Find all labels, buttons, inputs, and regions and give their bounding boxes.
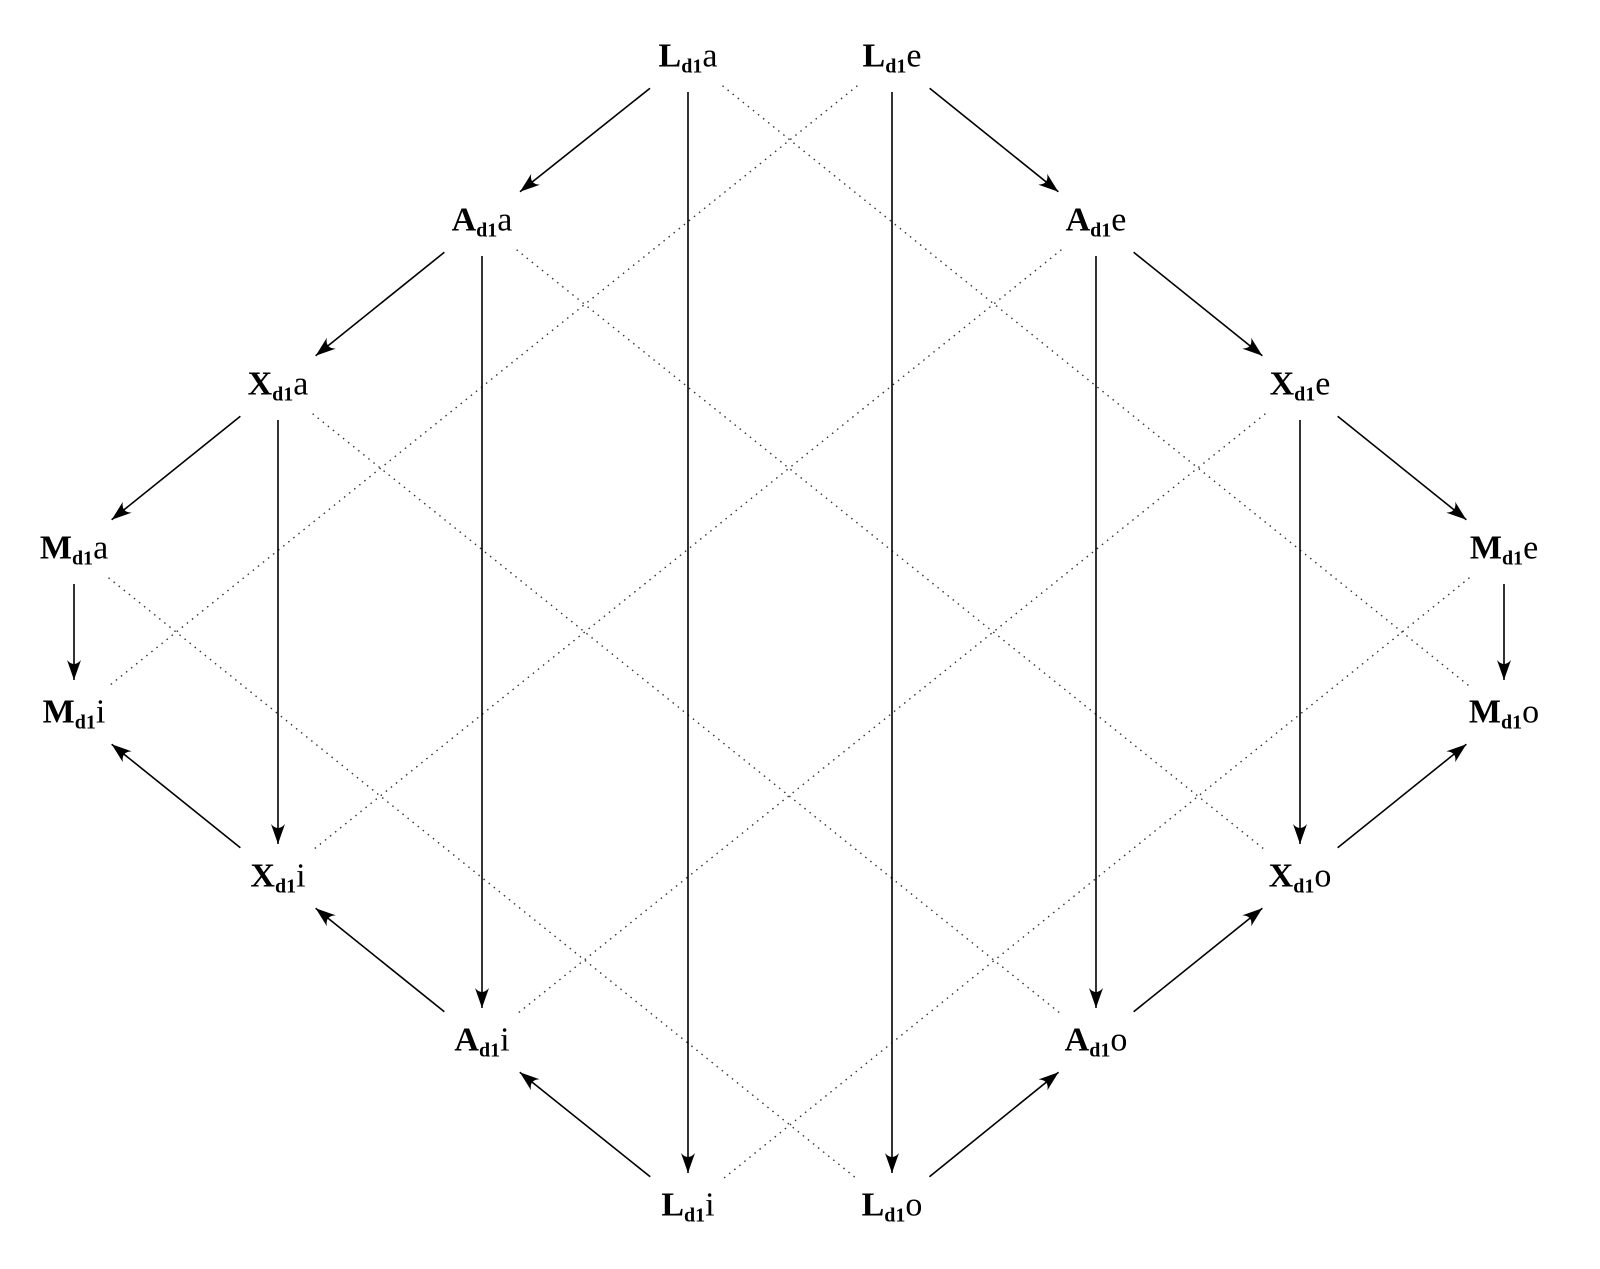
arrow-l_e-to-a_e	[929, 87, 1059, 193]
dotted-line-x_e-a_i	[516, 413, 1266, 1015]
node-x-d1-i: Xd1i	[250, 857, 306, 898]
dotted-line-l_e-m_i	[108, 85, 858, 687]
arrow-x_e-to-m_e	[1337, 415, 1467, 521]
dotted-line-a_a-x_o	[516, 249, 1266, 851]
arrow-x_i-to-m_i	[111, 743, 241, 849]
arrows	[67, 87, 1511, 1178]
arrow-a_i-to-x_i	[315, 907, 445, 1013]
dotted-line-x_a-a_o	[312, 413, 1062, 1015]
node-a-d1-o: Ad1o	[1064, 1021, 1128, 1062]
node-x-d1-e: Xd1e	[1269, 365, 1331, 406]
arrow-a_e-to-x_e	[1133, 251, 1263, 357]
node-l-d1-o: Ld1o	[861, 1186, 923, 1227]
node-x-d1-o: Xd1o	[1268, 857, 1332, 898]
arrow-l_a-to-a_a	[519, 87, 651, 193]
node-a-d1-i: Ad1i	[454, 1021, 510, 1062]
arrow-l_o-to-a_o	[928, 1071, 1060, 1178]
arrow-a_a-to-x_a	[315, 251, 445, 357]
node-l-d1-a: Ld1a	[658, 37, 718, 78]
node-l-d1-e: Ld1e	[862, 37, 922, 78]
node-x-d1-a: Xd1a	[247, 365, 309, 406]
node-a-d1-e: Ad1e	[1065, 201, 1127, 242]
node-m-d1-i: Md1i	[42, 693, 106, 734]
dotted-lines	[108, 85, 1470, 1180]
node-m-d1-e: Md1e	[1469, 529, 1539, 570]
node-m-d1-a: Md1a	[39, 529, 109, 570]
node-a-d1-a: Ad1a	[451, 201, 513, 242]
arrow-x_o-to-m_o	[1337, 743, 1467, 849]
dotted-line-m_a-l_o	[108, 577, 858, 1180]
arrow-a_o-to-x_o	[1133, 907, 1263, 1013]
arrow-l_i-to-a_i	[519, 1071, 651, 1178]
node-l-d1-i: Ld1i	[661, 1186, 715, 1227]
node-m-d1-o: Md1o	[1468, 693, 1540, 734]
dotted-line-a_e-x_i	[312, 249, 1062, 851]
arrow-x_a-to-m_a	[111, 415, 241, 521]
